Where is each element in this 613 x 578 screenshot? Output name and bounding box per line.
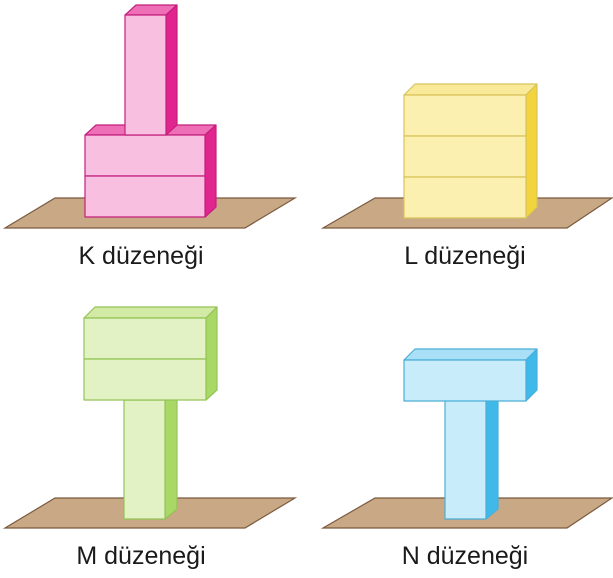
panel-m: M düzeneği [5,307,295,570]
panel-n: N düzeneği [323,349,612,570]
base-blocks-k [85,125,216,217]
panel-k: K düzeneği [5,5,295,270]
label-k: K düzeneği [78,242,203,270]
label-l: L düzeneği [404,242,525,270]
pillar-block-k [125,5,177,135]
top-blocks-m [84,307,217,400]
label-n: N düzeneği [402,542,528,570]
pillar-block-m [124,390,177,519]
label-m: M düzeneği [76,542,205,570]
stacked-blocks-l [404,84,537,218]
pillar-block-n [445,390,498,519]
panel-l: L düzeneği [323,84,612,270]
top-block-n [404,349,537,401]
